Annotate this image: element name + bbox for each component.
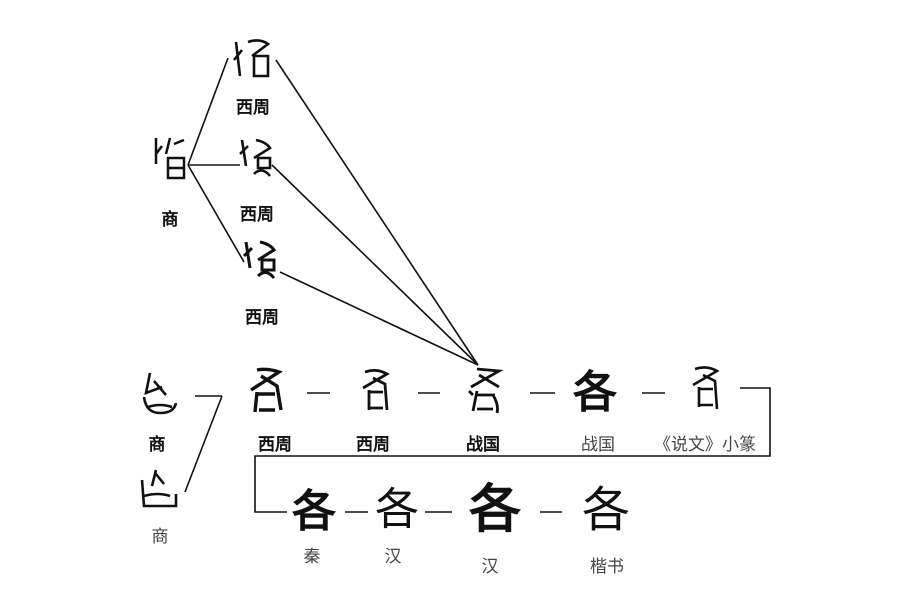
row2-label: 汉 [384, 547, 402, 567]
small-seal-glyph [685, 363, 725, 417]
shang-glyph-1 [140, 369, 180, 423]
row1-label: 西周 [356, 435, 390, 455]
han-glyph-1: 各 [375, 484, 419, 535]
row2-label: 楷书 [590, 557, 624, 577]
qin-glyph: 各 [292, 486, 336, 537]
regular-script-glyph: 各 [581, 482, 631, 538]
row1-label: 《说文》小篆 [654, 435, 756, 455]
variant-label: 西周 [245, 308, 279, 328]
row2-label: 汉 [481, 557, 499, 577]
shang-label: 商 [161, 210, 179, 230]
shang-label: 商 [151, 527, 169, 547]
western-zhou-glyph [355, 366, 395, 420]
shang-label: 商 [148, 435, 166, 455]
warring-states-brush-glyph: 各 [573, 367, 617, 418]
shang-oracle-glyph [152, 134, 188, 186]
row1-label: 战国 [581, 435, 615, 455]
variant-label: 西周 [236, 98, 270, 118]
row1-label: 战国 [466, 435, 500, 455]
shang-glyph-2 [138, 466, 182, 514]
variant-label: 西周 [240, 205, 274, 225]
western-zhou-glyph-2 [236, 136, 276, 184]
western-zhou-glyph-3 [240, 238, 280, 286]
warring-states-glyph [463, 365, 507, 421]
row2-label: 秦 [303, 547, 321, 567]
han-glyph-2: 各 [468, 479, 522, 540]
western-zhou-glyph-1 [232, 36, 272, 84]
western-zhou-bronze-glyph [243, 366, 287, 420]
row1-label: 西周 [258, 435, 292, 455]
